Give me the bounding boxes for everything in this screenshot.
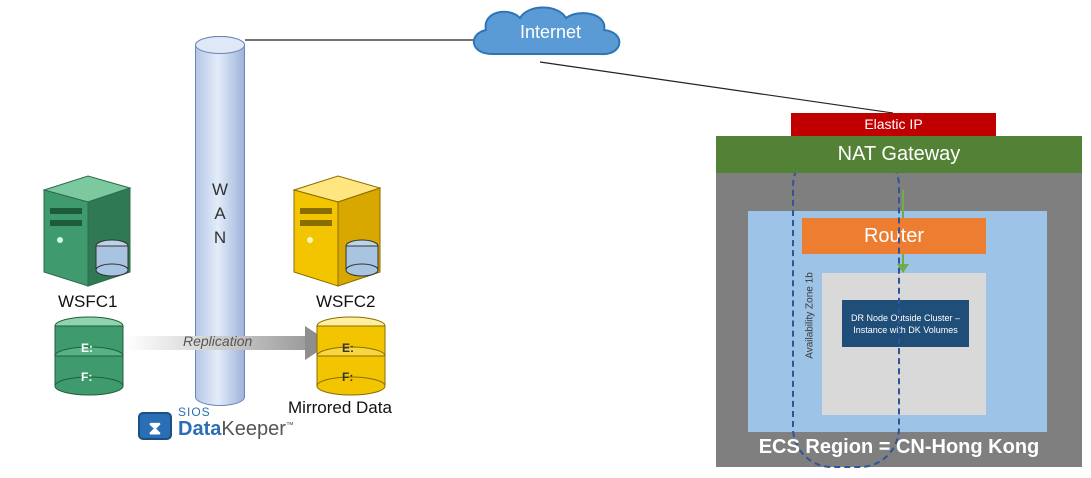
elastic-ip-box: Elastic IP	[791, 113, 996, 136]
nat-gateway-box: NAT Gateway	[716, 136, 1082, 173]
router-to-node-line	[902, 254, 904, 266]
disk2-icon	[316, 316, 386, 396]
datakeeper-logo-bold: Data	[178, 418, 222, 440]
server1-label: WSFC1	[58, 292, 118, 311]
internet-to-elastic-ip-line	[539, 61, 894, 114]
region-label: ECS Region = CN-Hong Kong	[758, 436, 1040, 458]
nat-to-router-line	[902, 190, 904, 218]
server2-icon	[292, 175, 382, 287]
availability-zone-label: Availability Zone 1b	[804, 272, 816, 359]
replication-arrow	[125, 336, 310, 350]
disk2-drive-f: F:	[342, 370, 354, 384]
wan-letter-a: A	[214, 204, 226, 223]
wan-letter-w: W	[211, 180, 229, 199]
disk1-drive-f: F:	[81, 370, 93, 384]
disk1-icon	[54, 316, 124, 396]
server1-icon	[42, 175, 132, 287]
wan-letter-n: N	[213, 228, 227, 247]
mirrored-data-label: Mirrored Data	[288, 398, 392, 417]
sios-logo-icon: ⧗	[138, 412, 172, 440]
dr-node-box: DR Node Outside Cluster – Instance with …	[842, 300, 969, 347]
disk2-drive-e: E:	[342, 341, 354, 355]
router-box: Router	[802, 218, 986, 254]
datakeeper-logo-text: DataKeeper™	[178, 418, 294, 441]
sios-logo-top: SIOS	[178, 405, 211, 419]
server2-label: WSFC2	[316, 292, 376, 311]
router-to-node-arrowhead	[897, 264, 909, 273]
internet-label: Internet	[520, 22, 582, 42]
disk1-drive-e: E:	[81, 341, 93, 355]
replication-label: Replication	[183, 333, 253, 349]
internet-cloud-icon	[473, 6, 621, 56]
wan-pipe-top	[195, 36, 245, 54]
datakeeper-logo-light: Keeper	[221, 418, 286, 440]
datakeeper-tm: ™	[285, 420, 294, 430]
